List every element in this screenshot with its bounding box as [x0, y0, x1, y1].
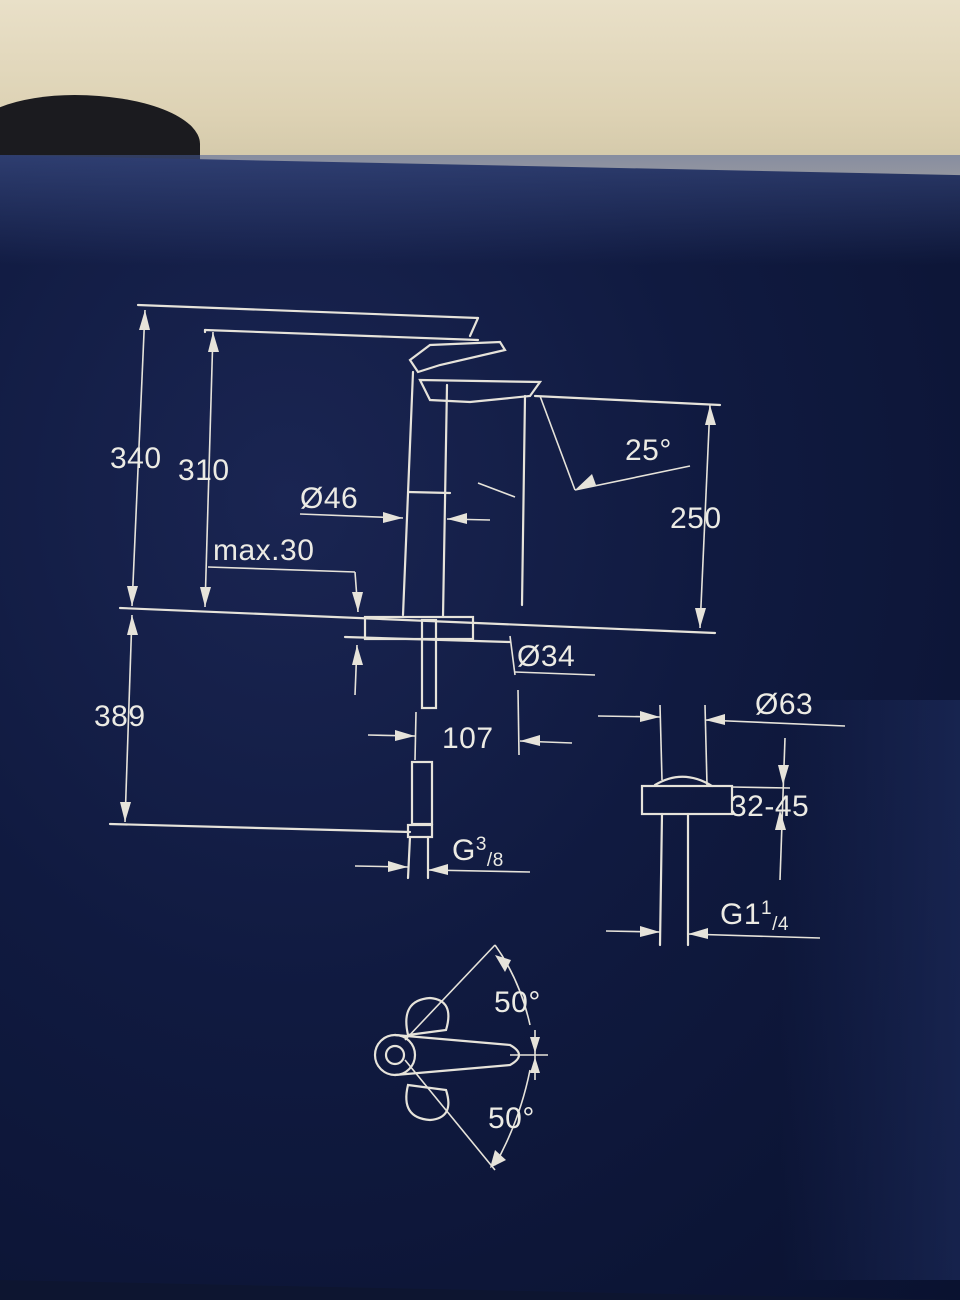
waste-flange	[640, 784, 734, 816]
waste-thread-main: G1	[720, 898, 762, 931]
angle-lever-arrow-line	[477, 482, 516, 498]
handle-pivot-inner	[384, 1044, 406, 1066]
faucet-body-right	[441, 383, 449, 619]
dim-107-ext-right	[517, 689, 520, 756]
dim-max-deck: max.30	[213, 534, 315, 567]
dim-63-arrow-right	[705, 714, 725, 725]
dim-connection-thread: G3/8	[452, 834, 504, 870]
dim-389-base	[108, 822, 412, 834]
dim-250-line	[699, 404, 711, 629]
waste-ext-left	[659, 704, 663, 781]
dim-3245-line	[779, 737, 786, 881]
dim-46-arrow-right	[447, 513, 467, 524]
dim-g38-arrow-left	[388, 861, 408, 872]
left-arrow-nut	[352, 645, 363, 665]
dim-389-arrow-bottom	[120, 802, 131, 822]
waste-ext-right	[704, 704, 708, 786]
thread-sup: 3	[475, 834, 487, 855]
angle-25-arrow	[575, 474, 596, 490]
dim-clearance: 250	[670, 502, 722, 535]
handle-pivot-outer	[373, 1033, 417, 1077]
dim-rotation-lower: 50°	[488, 1102, 535, 1135]
waste-body-left	[658, 812, 664, 947]
flexible-hose	[410, 760, 434, 826]
handle-main	[393, 1033, 521, 1077]
dim-3245-arrow-top	[778, 765, 789, 785]
faucet-body-left	[401, 370, 415, 617]
dim-spout-height: 310	[178, 454, 230, 487]
waste-thread-sub: /4	[772, 914, 789, 935]
dim-34-leader	[514, 671, 596, 676]
dim-g114-right	[687, 933, 821, 939]
dim-340-arrow-top	[139, 310, 150, 330]
hose-connector	[406, 823, 434, 839]
dim-lever-angle: 25°	[625, 434, 672, 467]
dim-3245-arrow-bottom	[775, 810, 786, 830]
threaded-rod	[420, 618, 438, 710]
angle-25-leader	[574, 465, 691, 491]
box-edge-highlight	[0, 155, 960, 265]
rotation-upper-arc	[494, 944, 531, 1026]
dim-body-diameter: Ø46	[300, 482, 359, 515]
box-glare	[780, 700, 960, 1280]
rotation-upper-arrow	[495, 955, 511, 972]
dim-310-arrow-top	[208, 332, 219, 352]
dim-max30-arrow	[352, 592, 363, 612]
faucet-lever-outline	[418, 378, 543, 404]
top-line-310	[203, 328, 480, 342]
rotation-axis-arrow-down	[530, 1057, 540, 1073]
dim-310-line	[204, 331, 214, 608]
thread-sub: /8	[486, 850, 504, 871]
dim-46-arrow-left	[383, 512, 403, 523]
dim-waste-thread: G11/4	[720, 898, 789, 934]
rotation-upper-leader	[404, 944, 496, 1041]
dim-g114-arrow-right	[688, 928, 708, 939]
spout-vertical	[520, 394, 527, 607]
dim-310-arrow-bottom	[200, 587, 211, 607]
waste-thread-sup: 1	[761, 898, 773, 919]
dim-107-arrow-left	[395, 730, 415, 741]
dim-389-arrow-top	[127, 615, 138, 635]
dim-rotation-upper: 50°	[494, 986, 541, 1019]
dim-389-line	[124, 614, 133, 823]
faucet-spout-outline	[203, 316, 507, 374]
deck-line	[118, 606, 717, 635]
faucet-body-ring	[406, 490, 452, 495]
waste-plug-top	[653, 775, 714, 788]
dim-waste-thickness: 32-45	[730, 790, 810, 823]
top-line-340	[136, 303, 480, 320]
rotation-lower-leader	[404, 1059, 496, 1171]
dim-107-arrow-right	[520, 735, 540, 746]
dim-reach: 107	[442, 722, 494, 755]
dim-waste-diameter: Ø63	[755, 688, 814, 721]
dim-250-arrow-top	[705, 405, 716, 425]
dim-base-diameter: Ø34	[517, 640, 576, 673]
handle-ghost-upper	[405, 996, 450, 1037]
spout-ref-line	[533, 394, 722, 407]
dim-340-arrow-bottom	[127, 586, 138, 606]
dim-total-height: 340	[110, 442, 162, 475]
handle-ghost-lower	[405, 1083, 450, 1122]
dim-hose-length: 389	[94, 700, 146, 733]
hose-end	[406, 835, 412, 880]
dim-107-ext-left	[414, 711, 417, 761]
dim-g114-arrow-left	[640, 926, 660, 937]
dim-max30-line	[207, 566, 356, 573]
angle-25-arc	[539, 395, 576, 491]
rotation-axis-arrow-up	[530, 1037, 540, 1053]
dim-g38-arrow-right	[428, 864, 448, 875]
dim-250-arrow-bottom	[695, 608, 706, 628]
mounting-plate	[343, 635, 512, 644]
dim-63-arrow-left	[640, 711, 660, 722]
dim-63-right	[704, 719, 846, 727]
thread-main: G	[452, 834, 476, 867]
dim-340-line	[131, 309, 146, 607]
rotation-lower-arc	[494, 1069, 531, 1166]
dim-34-ext	[509, 635, 516, 676]
dim-3245-ref-top	[731, 786, 791, 789]
